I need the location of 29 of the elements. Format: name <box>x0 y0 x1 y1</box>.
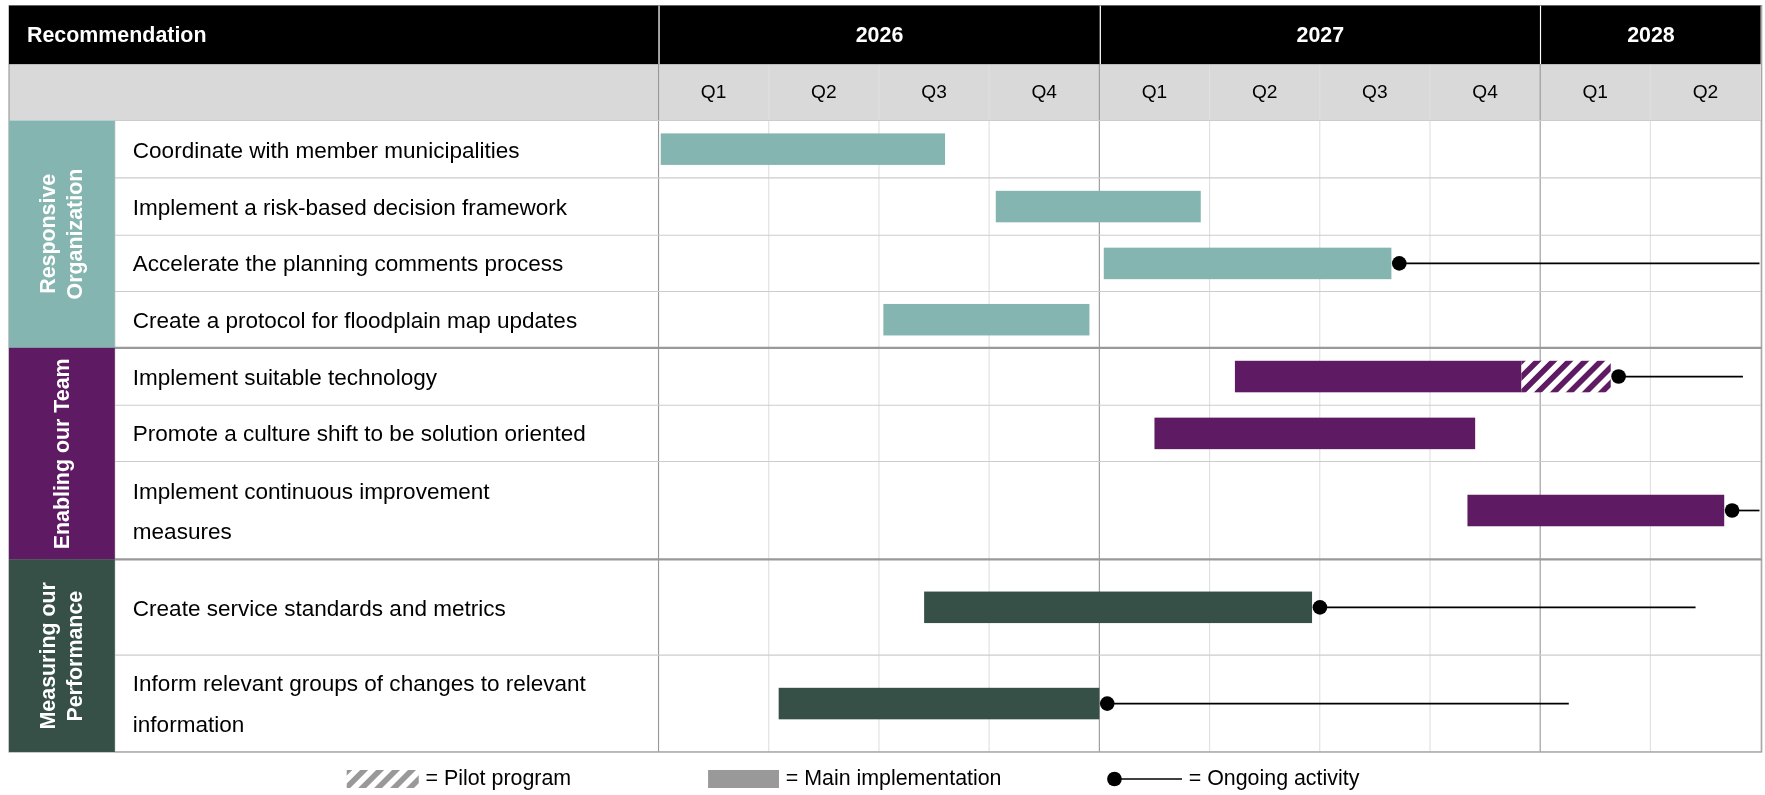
quarter-label: Q3 <box>920 80 948 105</box>
recommendation-text: Create a protocol for floodplain map updates <box>132 306 578 335</box>
recommendation-text: Promote a culture shift to be solution oriented <box>132 420 586 448</box>
quarter-label: Q1 <box>699 80 728 105</box>
column-header: Recommendation <box>9 5 659 65</box>
year-header: 2027 <box>1099 5 1541 65</box>
recommendation-text: Implement a risk-based decision framework <box>132 193 567 222</box>
quarter-label: Q2 <box>1691 80 1720 105</box>
legend-text: = Pilot program <box>425 765 572 791</box>
quarter-label: Q1 <box>1581 80 1610 105</box>
recommendation-text: Accelerate the planning comments process <box>132 250 564 278</box>
quarter-label: Q4 <box>1471 80 1499 105</box>
recommendation-text: Create service standards and metrics <box>132 593 506 622</box>
quarter-label: Q3 <box>1361 80 1389 105</box>
year-header: 2026 <box>658 5 1100 65</box>
recommendation-text: Inform relevant groups of changes to relevant information <box>132 669 587 739</box>
legend-text: = Main implementation <box>785 765 1002 791</box>
quarter-label: Q4 <box>1030 80 1058 105</box>
group-label: Measuring our Performance <box>9 559 115 752</box>
group-label: Enabling our Team <box>9 347 115 560</box>
group-label: Responsive Organization <box>9 120 115 348</box>
recommendation-text: Coordinate with member municipalities <box>132 135 520 165</box>
recommendation-text: Implement continuous improvement measures <box>132 476 491 546</box>
year-header: 2028 <box>1540 5 1761 65</box>
quarter-label: Q1 <box>1140 80 1169 105</box>
recommendation-text: Implement suitable technology <box>132 363 437 392</box>
legend-text: = Ongoing activity <box>1188 765 1360 791</box>
quarter-label: Q2 <box>810 80 838 105</box>
quarter-label: Q2 <box>1250 80 1279 105</box>
